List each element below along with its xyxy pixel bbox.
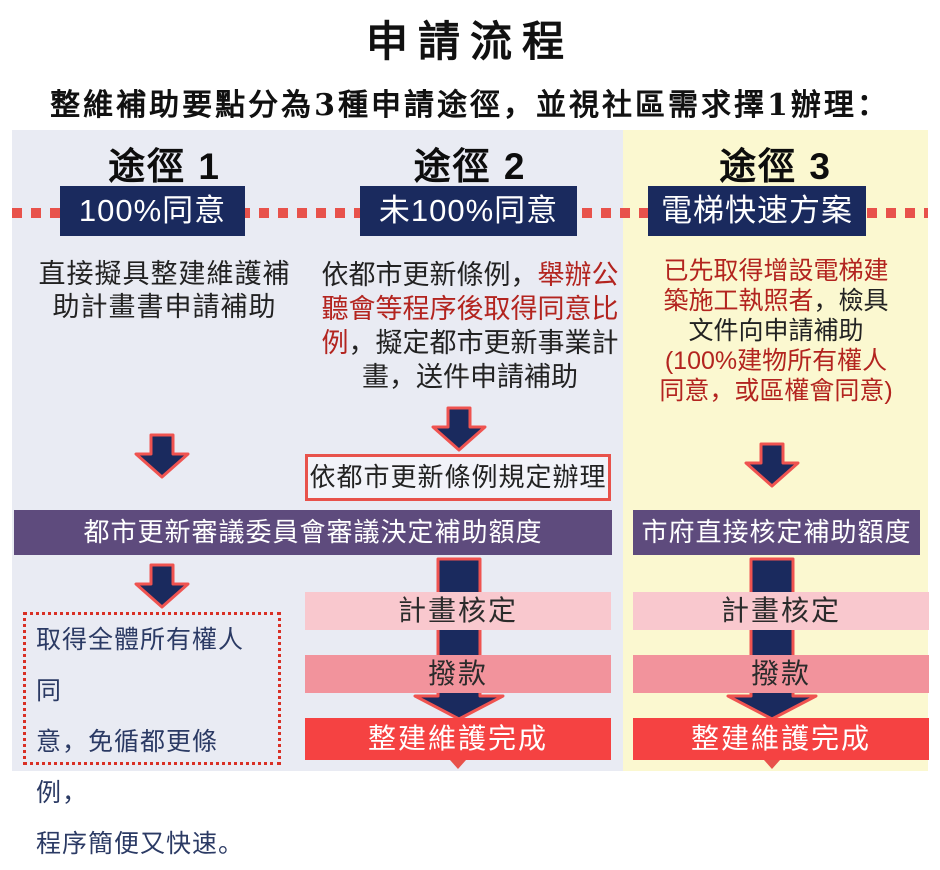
- path2-description-line: 畫，送件申請補助: [362, 362, 578, 392]
- path2-description: 依都市更新條例，舉辦公 聽會等程序後取得同意比 例，擬定都市更新事業計 畫，送件…: [305, 258, 635, 394]
- path3-long-down-arrow-icon: [726, 557, 818, 721]
- path2-down-arrow-icon: [431, 406, 487, 452]
- city-direct-approval-bar: 市府直接核定補助額度: [633, 510, 920, 555]
- flowchart-panel: 途徑 1 途徑 2 途徑 3 100%同意 未100%同意 電梯快速方案 直接擬…: [12, 130, 929, 858]
- path3-arrow-tip-notch: [764, 760, 780, 769]
- path2-long-down-arrow-icon: [413, 557, 505, 721]
- path3-down-arrow-icon: [744, 442, 800, 488]
- path3-description-line: 築施工執照者，檢具: [663, 287, 889, 315]
- path2-description-line: 依都市更新條例，舉辦公: [321, 260, 619, 290]
- page-title: 申請流程: [365, 17, 574, 66]
- path1-advantage-note: 取得全體所有權人同 意，免循都更條例， 程序簡便又快速。: [23, 612, 281, 858]
- path3-tag-elevator-fast-plan: 電梯快速方案: [648, 186, 866, 236]
- path3-description: 已先取得增設電梯建 築施工執照者，檢具 文件向申請補助 (100%建物所有權人 …: [627, 256, 925, 406]
- path3-description-line: 已先取得增設電梯建: [663, 257, 889, 285]
- path1-description-line: 直接擬具整建維護補: [38, 259, 291, 289]
- path2-title: 途徑 2: [413, 146, 527, 187]
- path2-completion-bar: 整建維護完成: [305, 718, 611, 760]
- note-line: 程序簡便又快速。: [36, 830, 245, 858]
- path1-down-arrow-icon: [134, 433, 190, 479]
- path2-disbursement-bar: 撥款: [305, 655, 611, 693]
- path3-description-line: 同意，或區權會同意): [659, 377, 893, 405]
- page-subtitle: 整維補助要點分為3種申請途徑，並視社區需求擇1辦理：: [50, 88, 890, 123]
- path1-tag-100-percent-consent: 100%同意: [60, 186, 245, 236]
- note-line: 意，免循都更條例，: [36, 728, 219, 807]
- note-line: 取得全體所有權人同: [36, 626, 245, 705]
- path3-description-line: 文件向申請補助: [688, 317, 864, 345]
- path2-plan-approval-bar: 計畫核定: [305, 592, 611, 630]
- path2-arrow-tip-notch: [450, 760, 466, 769]
- path3-disbursement-bar: 撥款: [633, 655, 929, 693]
- path2-tag-not-100-percent-consent: 未100%同意: [360, 186, 577, 236]
- path3-description-line: (100%建物所有權人: [664, 347, 888, 375]
- path3-title: 途徑 3: [719, 146, 832, 187]
- committee-review-bar: 都市更新審議委員會審議決定補助額度: [14, 510, 612, 555]
- path1-description-line: 助計畫書申請補助: [52, 292, 277, 322]
- path3-plan-approval-bar: 計畫核定: [633, 592, 929, 630]
- path2-urban-renewal-rule-box: 依都市更新條例規定辦理: [305, 454, 611, 501]
- path1-down-arrow-icon: [134, 563, 190, 609]
- path1-title: 途徑 1: [108, 146, 221, 187]
- path2-description-line: 聽會等程序後取得同意比: [321, 294, 619, 324]
- path2-description-line: 例，擬定都市更新事業計: [321, 328, 619, 358]
- path3-completion-bar: 整建維護完成: [633, 718, 929, 760]
- path1-description: 直接擬具整建維護補 助計畫書申請補助: [22, 258, 307, 324]
